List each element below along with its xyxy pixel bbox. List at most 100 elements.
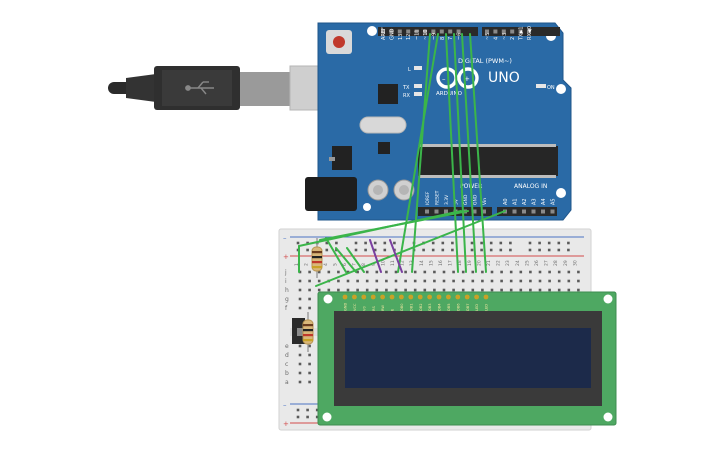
breadboard-hole — [470, 248, 474, 252]
breadboard-hole — [317, 288, 321, 292]
breadboard-hole — [296, 415, 300, 419]
lcd-pin — [464, 294, 470, 300]
digital-pin-label: RX◀0 — [527, 26, 533, 40]
digital-pin-label: ~9 — [431, 33, 437, 40]
breadboard-hole — [325, 241, 329, 245]
lcd-mount-hole — [323, 294, 333, 304]
breadboard-column-labels: 1234567891011121314151617181920212223242… — [294, 260, 578, 266]
power-pin-label: RESET — [435, 190, 441, 205]
breadboard-hole — [308, 279, 311, 283]
breadboard-column-label: 24 — [515, 260, 521, 266]
regulator-pin — [329, 157, 335, 161]
dc-power-jack — [305, 177, 357, 211]
analog-pin-label: A1 — [513, 198, 519, 205]
breadboard-hole — [500, 270, 503, 274]
breadboard-hole — [423, 279, 427, 283]
breadboard-hole — [509, 288, 513, 292]
breadboard-hole — [547, 248, 551, 252]
breadboard-row-label: f — [285, 305, 288, 312]
logo-minus: – — [442, 75, 446, 83]
breadboard-hole — [373, 241, 377, 245]
lcd-pin — [399, 294, 404, 300]
rail-minus-sign: – — [283, 401, 287, 409]
breadboard-column-label: 11 — [390, 260, 396, 266]
on-led-label: ON — [547, 85, 555, 91]
breadboard-hole — [298, 306, 302, 310]
lcd-screen — [345, 328, 591, 388]
header-pin — [389, 29, 394, 34]
breadboard-hole — [413, 270, 417, 274]
breadboard-column-label: 8 — [361, 263, 367, 266]
breadboard-column-label: 23 — [505, 260, 511, 266]
lcd-pin — [446, 294, 451, 300]
header-pin — [485, 29, 489, 34]
digital-pin-label: 2 — [510, 37, 516, 40]
breadboard-hole — [393, 241, 396, 245]
digital-pin-label: TX▶1 — [519, 26, 525, 41]
breadboard-hole — [452, 270, 455, 274]
breadboard-hole — [298, 288, 302, 292]
breadboard-hole — [567, 279, 571, 283]
breadboard-hole — [317, 279, 321, 283]
breadboard-column-label: 26 — [534, 260, 540, 266]
header-pin — [423, 29, 427, 34]
breadboard-column-label: 1 — [294, 263, 300, 266]
lcd-pin — [436, 294, 442, 300]
mount-hole — [367, 26, 377, 36]
lcd-pin-label: DB6 — [456, 303, 460, 311]
breadboard-column-label: 17 — [448, 260, 454, 266]
breadboard-hole — [567, 241, 570, 245]
lcd-pin — [408, 294, 414, 300]
breadboard-hole — [375, 279, 379, 283]
usb-icon — [185, 81, 214, 95]
breadboard-hole — [385, 270, 388, 274]
analog-pin-label: A3 — [532, 198, 538, 205]
breadboard-hole — [394, 279, 398, 283]
lcd-pin-label: DB5 — [447, 303, 451, 311]
breadboard-column-label: 19 — [467, 260, 473, 266]
breadboard-hole — [452, 288, 455, 292]
breadboard-hole — [306, 408, 309, 412]
header-pin — [522, 209, 526, 214]
tx-led — [414, 84, 422, 88]
header-pin — [472, 209, 477, 214]
breadboard-hole — [567, 270, 571, 274]
lcd-mount-hole — [603, 412, 613, 422]
lcd-mount-hole — [603, 294, 613, 304]
breadboard-column-label: 28 — [553, 260, 559, 266]
breadboard-hole — [365, 279, 369, 283]
breadboard-hole — [365, 288, 369, 292]
breadboard-hole — [567, 248, 570, 252]
breadboard-hole — [547, 241, 551, 245]
wire-green — [325, 237, 347, 273]
breadboard-hole — [519, 279, 523, 283]
breadboard-row-label: j — [284, 269, 287, 276]
breadboard-hole — [528, 241, 532, 245]
chip-pins-top — [420, 144, 556, 147]
power-pin-label: GND — [463, 194, 469, 205]
analog-pin-label: A5 — [551, 198, 557, 205]
lcd-pin — [483, 294, 489, 300]
digital-pin-label: ~6 — [457, 33, 463, 40]
wire-purple — [389, 239, 403, 273]
breadboard-column-label: 10 — [380, 260, 386, 266]
breadboard-hole — [557, 279, 561, 283]
lcd-pin-label: DB7 — [466, 303, 470, 311]
mount-hole — [556, 84, 566, 94]
breadboard-column-label: 25 — [524, 260, 530, 266]
header-pin — [527, 29, 531, 34]
wire-purple — [369, 239, 382, 273]
breadboard-hole — [306, 248, 309, 252]
header-pin — [425, 209, 429, 214]
breadboard-hole — [308, 380, 311, 384]
analog-label: ANALOG IN — [514, 183, 547, 190]
breadboard-hole — [490, 270, 494, 274]
lcd-pin-label: RW — [381, 305, 385, 311]
breadboard-hole — [308, 288, 311, 292]
breadboard-hole — [404, 288, 407, 292]
header-pin — [493, 29, 498, 34]
rail-minus-sign: – — [283, 234, 287, 242]
